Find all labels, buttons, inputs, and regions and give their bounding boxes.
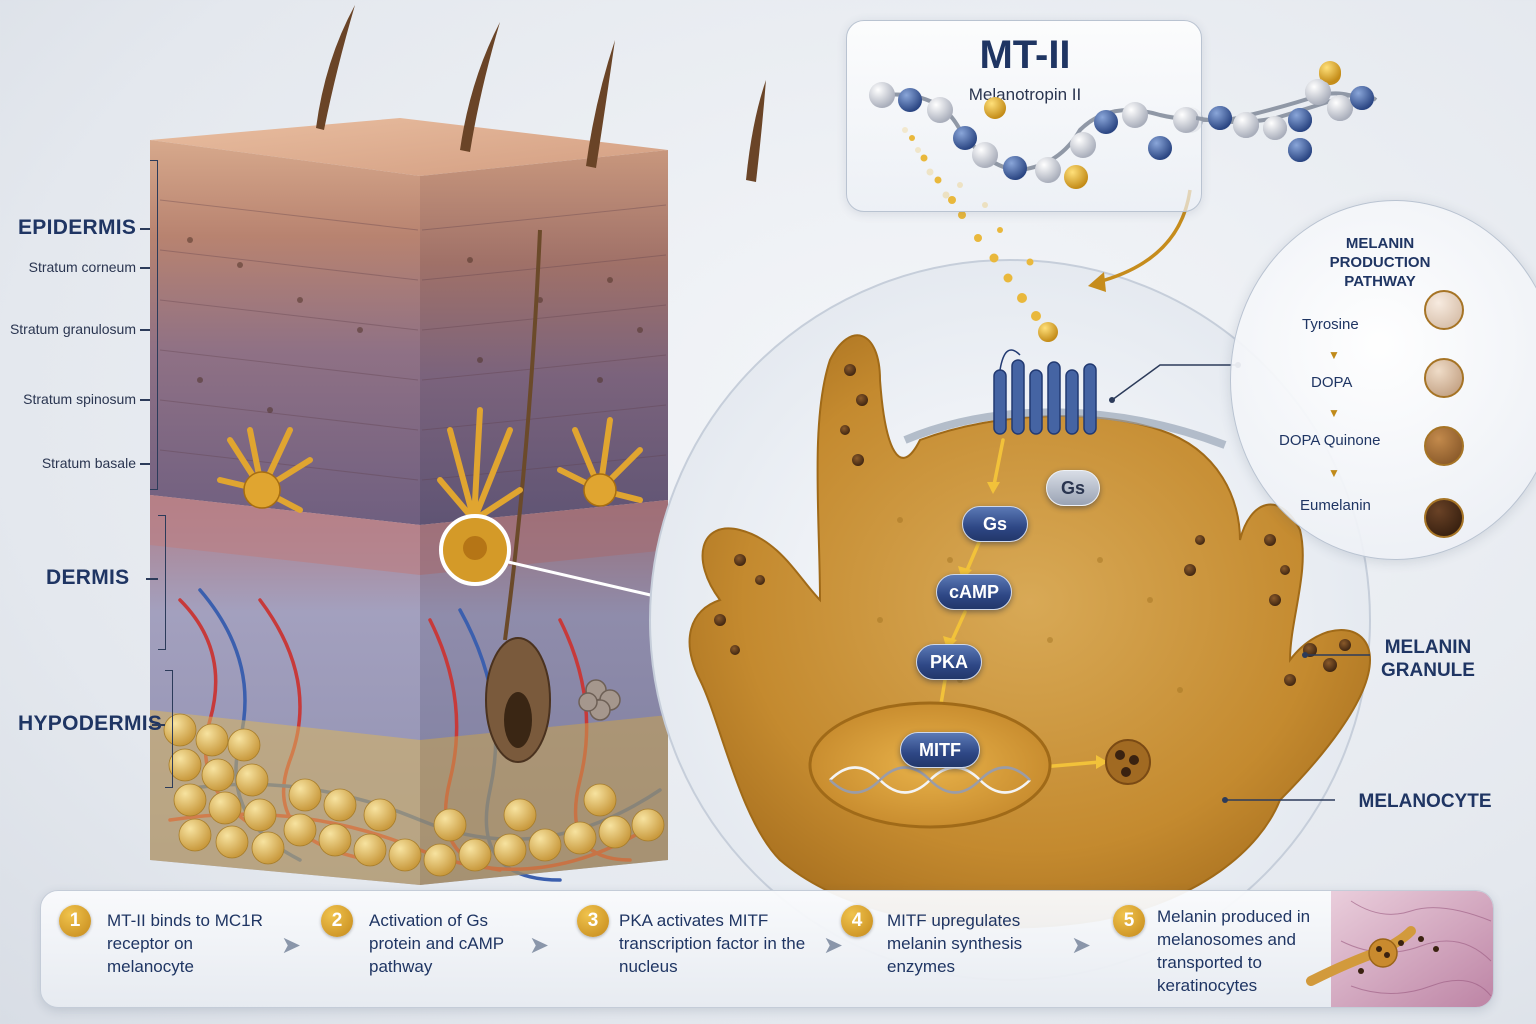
tick-epidermis	[140, 228, 150, 230]
label-stratum-corneum: Stratum corneum	[28, 259, 136, 275]
step-number-5: 5	[1113, 905, 1145, 937]
epidermis-front	[150, 140, 420, 525]
step-number-1: 1	[59, 905, 91, 937]
process-steps-bar: 1 MT-II binds to MC1R receptor on melano…	[40, 890, 1494, 1008]
pathway-arrow: ▼	[1328, 348, 1340, 362]
mt2-title: MT-II	[979, 33, 1071, 77]
pathway-step-dopa-quinone: DOPA Quinone	[1279, 432, 1381, 449]
label-stratum-granulosum: Stratum granulosum	[9, 321, 136, 337]
cell-melanin-granules	[714, 364, 1351, 686]
leader-lines	[1111, 364, 1370, 801]
epidermis-side	[420, 150, 668, 525]
pka-pill: PKA	[916, 644, 982, 680]
mitf-pill: MITF	[900, 732, 980, 768]
pathway-ball-tyrosine	[1424, 290, 1464, 330]
label-stratum-basale: Stratum basale	[41, 455, 136, 471]
pathway-step-tyrosine: Tyrosine	[1302, 316, 1359, 333]
mt2-bound	[1038, 322, 1058, 342]
bracket-epidermis	[150, 160, 158, 490]
label-dermis: DERMIS	[46, 566, 130, 589]
epidermis-dots	[187, 237, 643, 413]
label-melanin-granule: MELANIN GRANULE	[1381, 637, 1475, 681]
label-stratum-spinosum: Stratum spinosum	[23, 391, 136, 407]
pathway-ball-eumelanin	[1424, 498, 1464, 538]
mt2-molecule-tail	[1196, 61, 1378, 162]
hair-follicle	[485, 229, 551, 763]
pathway-title: MELANIN PRODUCTION PATHWAY	[1329, 235, 1431, 290]
label-hypodermis: HYPODERMIS	[18, 712, 163, 735]
step-text-1: MT-II binds to MC1R receptor on melanocy…	[107, 911, 263, 976]
bracket-dermis	[158, 515, 166, 650]
skin-top-face	[150, 118, 668, 176]
step-chevron: ➤	[1071, 932, 1092, 959]
pathway-arrow: ▼	[1328, 466, 1340, 480]
camp-pill: cAMP	[936, 574, 1012, 610]
label-melanocyte: MELANOCYTE	[1358, 791, 1492, 812]
step-text-4: MITF upregulates melanin synthesis enzym…	[887, 911, 1023, 976]
label-epidermis: EPIDERMIS	[18, 216, 137, 239]
step-text-3: PKA activates MITF transcription factor …	[619, 911, 806, 976]
sweat-gland	[578, 679, 621, 721]
mt2-molecule-overlay	[869, 82, 1199, 204]
hairs	[316, 5, 766, 182]
skin-melanocytes	[217, 407, 643, 523]
pathway-step-eumelanin: Eumelanin	[1300, 497, 1371, 514]
step-chevron: ➤	[529, 932, 550, 959]
step-number-4: 4	[841, 905, 873, 937]
gs-protein-inactive-pill: Gs	[1046, 470, 1100, 506]
step-text-5: Melanin produced in melanosomes and tran…	[1157, 907, 1311, 995]
dna-helix	[829, 766, 1031, 794]
melanosome	[1105, 739, 1151, 785]
pathway-ball-dopa	[1424, 358, 1464, 398]
step-chevron: ➤	[281, 932, 302, 959]
step-text-2: Activation of Gs protein and cAMP pathwa…	[369, 911, 504, 976]
pathway-step-dopa: DOPA	[1311, 374, 1353, 391]
pathway-arrow: ▼	[1328, 406, 1340, 420]
keratinocyte-illustration	[1306, 891, 1493, 1007]
step-number-3: 3	[577, 905, 609, 937]
gs-protein-pill: Gs	[962, 506, 1028, 542]
mc1r-receptor	[993, 349, 1097, 435]
pathway-ball-dopa-quinone	[1424, 426, 1464, 466]
step-number-2: 2	[321, 905, 353, 937]
epidermis-cells	[159, 199, 667, 481]
step-chevron: ➤	[823, 932, 844, 959]
bracket-hypodermis	[165, 670, 173, 788]
pathway-panel	[1230, 200, 1536, 560]
